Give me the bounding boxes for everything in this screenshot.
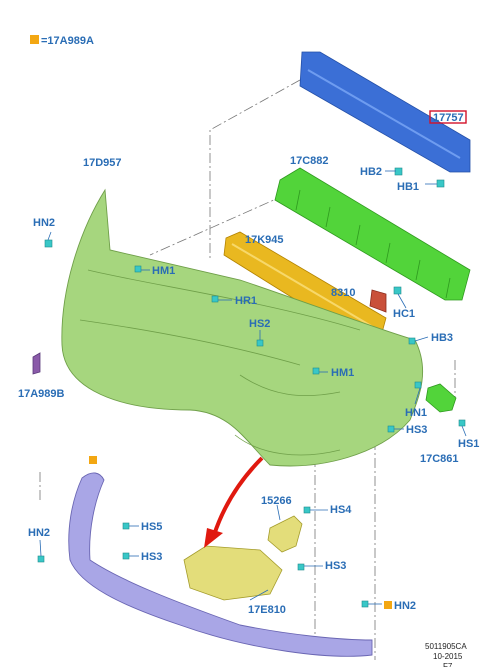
small-marker-part xyxy=(32,352,41,375)
bumper-cover xyxy=(61,188,424,467)
part-label-17757: 17757 xyxy=(433,112,464,124)
fastener-hs2: HS2 xyxy=(249,318,270,330)
legend: =17A989A xyxy=(30,35,94,47)
footer-code: 5011905CA xyxy=(425,642,467,651)
part-label-15266: 15266 xyxy=(261,495,292,507)
reinforcement-beam xyxy=(299,51,471,173)
legend-marker xyxy=(30,35,39,44)
fastener-hr1: HR1 xyxy=(235,295,257,307)
orange-marker-bottom xyxy=(384,601,392,609)
fastener-hs4: HS4 xyxy=(330,504,352,516)
fastener-hn2-left: HN2 xyxy=(28,527,50,539)
fastener-hn2-top: HN2 xyxy=(33,217,55,229)
grille-bracket xyxy=(425,383,457,413)
part-label-17e810: 17E810 xyxy=(248,604,286,616)
red-arrow xyxy=(204,456,264,548)
clips xyxy=(37,167,466,608)
fastener-hm1-b: HM1 xyxy=(331,367,354,379)
fastener-hs3-right: HS3 xyxy=(406,424,427,436)
part-label-17k945: 17K945 xyxy=(245,234,284,246)
fastener-hn1: HN1 xyxy=(405,407,427,419)
reinforcement-bracket xyxy=(267,515,303,553)
footer-date: 10-2015 xyxy=(433,652,463,661)
fastener-hm1-a: HM1 xyxy=(152,265,175,277)
absorber-upper xyxy=(274,167,471,301)
footer-page: F7 xyxy=(443,662,453,667)
highlight-box xyxy=(429,110,467,124)
fastener-hb2: HB2 xyxy=(360,166,382,178)
part-label-17c882: 17C882 xyxy=(290,155,329,167)
fastener-hs3-left: HS3 xyxy=(141,551,162,563)
part-label-17d957: 17D957 xyxy=(83,157,122,169)
fastener-hb3: HB3 xyxy=(431,332,453,344)
legend-text: =17A989A xyxy=(41,35,94,47)
orange-marker-lower xyxy=(89,456,97,464)
fastener-hc1: HC1 xyxy=(393,308,415,320)
fastener-hn2-bottom: HN2 xyxy=(394,600,416,612)
fastener-hs1: HS1 xyxy=(458,438,479,450)
fastener-hs3-mid: HS3 xyxy=(325,560,346,572)
insert-part xyxy=(183,545,283,601)
fastener-hb1: HB1 xyxy=(397,181,419,193)
fastener-hs5: HS5 xyxy=(141,521,162,533)
leader-lines xyxy=(39,170,467,605)
part-label-17a989b: 17A989B xyxy=(18,388,65,400)
bracket-8310 xyxy=(369,289,387,313)
part-label-17c861: 17C861 xyxy=(420,453,459,465)
part-label-8310: 8310 xyxy=(331,287,355,299)
lower-panel xyxy=(68,472,373,657)
